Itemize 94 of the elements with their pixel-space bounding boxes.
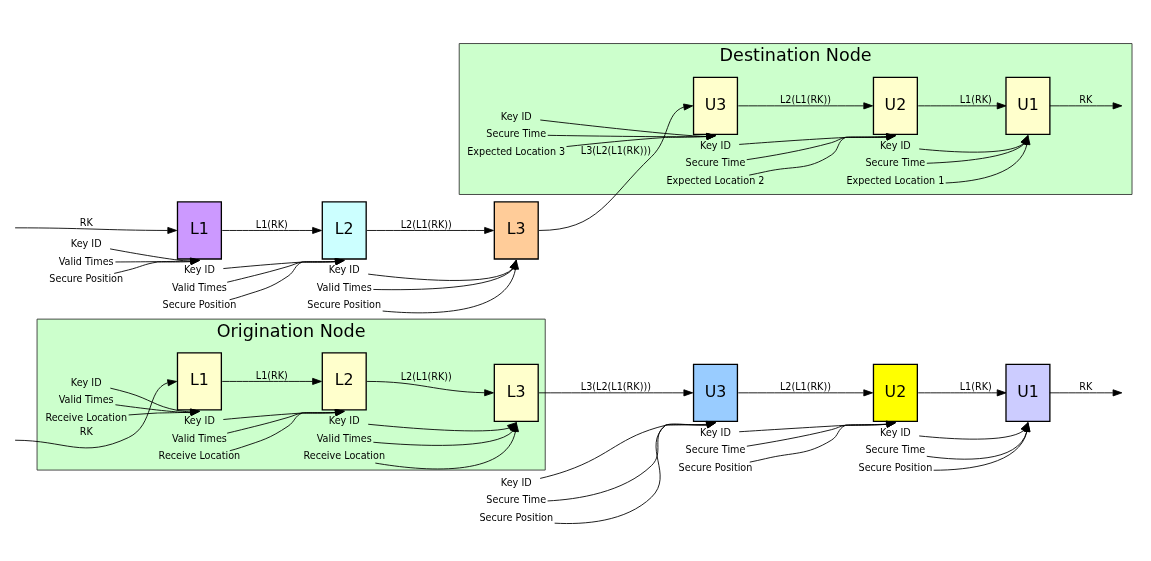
node-box: L2	[321, 201, 367, 260]
node-text: Secure Position	[307, 299, 382, 311]
arrow	[737, 102, 874, 110]
node-text: Secure Position	[678, 461, 753, 473]
arrow	[14, 226, 178, 234]
node-box: U2	[872, 363, 918, 423]
arrow	[382, 259, 519, 314]
node-text: Key ID	[700, 426, 731, 438]
node-box: L1	[176, 352, 222, 411]
arrow	[738, 133, 896, 145]
node-box: U3	[692, 76, 739, 136]
arrow	[539, 119, 716, 140]
node-text: Secure Time	[685, 444, 746, 456]
edge-label: L1(RK)	[255, 369, 288, 381]
node-box: U1	[1005, 363, 1051, 423]
edge-label: L1(RK)	[959, 94, 992, 106]
node-box: L3	[493, 201, 539, 260]
arrow	[221, 377, 322, 385]
arrow	[226, 409, 345, 434]
edge-label: RK	[79, 425, 93, 437]
arrow	[749, 420, 896, 463]
node-text: Key ID	[184, 415, 215, 427]
edge-label: RK	[1079, 381, 1093, 393]
arrow	[746, 133, 896, 161]
edge-label: L1(RK)	[255, 218, 288, 230]
edge-label: L2(L1(RK))	[779, 94, 831, 106]
node-text: Valid Times	[58, 255, 114, 267]
node-text: Receive Location	[158, 450, 241, 462]
node-text: Key ID	[880, 139, 911, 151]
arrow	[366, 226, 494, 234]
arrow	[229, 409, 345, 452]
node-text: Secure Time	[486, 128, 547, 140]
node-text: Key ID	[880, 426, 911, 438]
edge-label: L2(L1(RK))	[779, 381, 831, 393]
arrow	[366, 381, 494, 397]
arrow	[14, 379, 178, 449]
edge-label: L3(L2(L1(RK)))	[580, 381, 651, 393]
node-text: Secure Time	[865, 444, 926, 456]
node-text: Valid Times	[171, 281, 227, 293]
edge-label: L3(L2(L1(RK)))	[580, 144, 651, 156]
arrow	[222, 258, 345, 269]
node-box: U3	[692, 363, 739, 423]
node-text: Secure Position	[858, 461, 933, 473]
arrow	[229, 258, 345, 301]
arrow	[538, 389, 694, 397]
node-text: Receive Location	[45, 411, 127, 423]
node-text: Valid Times	[171, 432, 227, 444]
arrow	[746, 420, 896, 447]
node-box: L3	[493, 363, 539, 423]
node-text: Secure Position	[49, 273, 124, 285]
node-text: Key ID	[700, 139, 731, 151]
arrow	[748, 133, 896, 176]
arrow	[917, 102, 1007, 110]
arrow	[367, 259, 517, 281]
node-box: U2	[872, 76, 918, 136]
node-text: Secure Time	[865, 157, 926, 169]
edge-label: RK	[1079, 94, 1093, 106]
node-text: Expected Location 2	[666, 174, 765, 186]
arrow	[538, 103, 694, 231]
node-text: Key ID	[328, 415, 360, 427]
node-text: Secure Time	[486, 494, 547, 506]
node-text: Valid Times	[316, 281, 372, 293]
arrow	[372, 259, 517, 291]
node-text: Secure Time	[685, 157, 746, 169]
node-text: Expected Location 1	[846, 174, 945, 186]
node-text: Valid Times	[316, 432, 372, 444]
arrow	[222, 409, 345, 420]
node-text: Key ID	[70, 237, 102, 249]
arrow	[738, 420, 896, 433]
arrow	[566, 133, 716, 147]
edge-label: L2(L1(RK))	[400, 218, 452, 230]
node-box: L2	[321, 352, 367, 411]
node-text: Expected Location 3	[467, 145, 566, 157]
node-text: Key ID	[70, 376, 102, 388]
node-text: Key ID	[328, 264, 360, 276]
arrow	[1049, 102, 1123, 110]
edge-label: L2(L1(RK))	[400, 371, 452, 383]
node-text: Key ID	[184, 264, 215, 276]
arrow	[1049, 389, 1123, 397]
node-box: L1	[176, 201, 222, 260]
edge-label: L1(RK)	[959, 381, 992, 393]
arrow	[737, 389, 874, 397]
arrow	[226, 258, 345, 283]
node-box: U1	[1005, 76, 1051, 136]
node-text: Receive Location	[303, 450, 386, 462]
arrow	[917, 389, 1007, 397]
edge-label: RK	[79, 216, 93, 228]
node-text: Key ID	[500, 476, 532, 488]
node-text: Key ID	[500, 110, 532, 122]
arrow	[547, 132, 716, 140]
node-text: Secure Position	[162, 299, 237, 311]
node-text: Secure Position	[479, 511, 554, 523]
node-text: Valid Times	[58, 394, 114, 406]
arrow	[221, 226, 322, 234]
